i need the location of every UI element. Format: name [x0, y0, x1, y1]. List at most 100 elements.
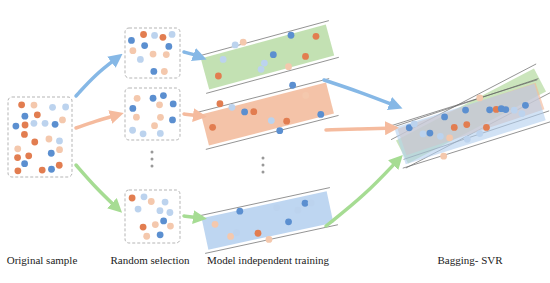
sample-dot — [129, 127, 136, 134]
sample-dot — [268, 117, 275, 124]
sample-dot — [137, 56, 144, 63]
tube-boundary — [196, 21, 329, 57]
sample-dot — [215, 73, 222, 80]
sample-dot — [161, 68, 168, 75]
tube-boundary — [390, 80, 538, 126]
sample-dot — [518, 110, 525, 117]
sample-dot — [440, 153, 447, 160]
sample-dot — [156, 101, 163, 108]
sample-dot — [151, 32, 158, 39]
sample-dot — [129, 47, 136, 54]
sample-dot — [14, 145, 21, 152]
sample-dot — [21, 160, 28, 167]
tube-boundary — [403, 122, 550, 168]
sample-dot — [308, 200, 315, 207]
sample-dot — [302, 200, 309, 207]
sample-dot — [140, 224, 147, 231]
sample-dot — [502, 106, 509, 113]
sample-dot — [229, 104, 236, 111]
sample-dot — [42, 120, 49, 127]
sample-dot — [232, 41, 239, 48]
sample-dot — [233, 229, 240, 236]
sample-dot — [133, 114, 140, 121]
sample-dot — [151, 122, 158, 129]
sample-dot — [427, 130, 434, 137]
sample-dot — [441, 113, 448, 120]
sample-dot — [12, 123, 19, 130]
sample-dot — [157, 207, 164, 214]
sample-dot — [39, 167, 46, 174]
sample-dot — [135, 206, 142, 213]
sample-dot — [165, 43, 172, 50]
sample-dot — [150, 95, 157, 102]
sample-dot — [285, 218, 292, 225]
sample-dot — [56, 162, 63, 169]
sample-dot — [167, 209, 174, 216]
tube-boundary — [197, 188, 330, 217]
sample-dot — [160, 92, 167, 99]
sample-dot — [141, 42, 148, 49]
sample-dot — [250, 108, 257, 115]
sample-dot — [302, 92, 309, 99]
sample-dot — [160, 218, 167, 225]
sample-dot — [511, 107, 518, 114]
sample-dot — [486, 106, 493, 113]
sample-dot — [302, 53, 309, 60]
sample-dot — [313, 33, 320, 40]
sample-dot — [148, 198, 155, 205]
flow-arrow — [184, 52, 200, 57]
sample-dot — [451, 124, 458, 131]
sample-dot — [56, 146, 63, 153]
sample-dot — [169, 117, 176, 124]
sample-dot — [241, 109, 248, 116]
sample-dot — [289, 82, 296, 89]
sample-dot — [157, 130, 164, 137]
sample-dot — [59, 117, 66, 124]
sample-dot — [128, 37, 135, 44]
sample-dot — [129, 105, 136, 112]
sample-dot — [157, 231, 164, 238]
sample-dot — [462, 107, 469, 114]
sample-dot — [522, 102, 529, 109]
dot-layer — [12, 31, 528, 243]
sample-dot — [217, 100, 224, 107]
sample-dot — [150, 68, 157, 75]
svr-tube — [394, 84, 545, 164]
flow-arrow — [324, 80, 396, 106]
sample-dot — [411, 121, 418, 128]
sample-dot — [14, 167, 21, 174]
sample-dot — [437, 133, 444, 140]
random-subset-box — [125, 88, 180, 140]
sample-dot — [34, 111, 41, 118]
flow-arrow — [326, 128, 392, 130]
sample-dot — [14, 154, 21, 161]
sample-dot — [170, 100, 177, 107]
sample-dot — [21, 131, 28, 138]
sample-dot — [134, 95, 141, 102]
sample-dot — [446, 134, 453, 141]
sample-dot — [476, 130, 483, 137]
original-sample-box — [8, 97, 72, 177]
flow-arrow — [76, 165, 117, 208]
sample-dot — [25, 152, 32, 159]
flow-arrow — [326, 160, 398, 226]
sample-dot — [140, 31, 147, 38]
sample-dot — [266, 236, 273, 243]
sample-dot — [18, 101, 25, 108]
sample-dot — [22, 113, 29, 120]
arrow-layer — [76, 52, 398, 226]
stage-label: Bagging- SVR — [437, 254, 502, 267]
random-subset-box — [125, 190, 180, 243]
sample-dot — [236, 208, 243, 215]
sample-dot — [141, 193, 148, 200]
sample-dot — [283, 118, 290, 125]
sample-dot — [167, 223, 174, 230]
band-layer — [8, 21, 550, 254]
sample-dot — [294, 207, 301, 214]
sample-dot — [150, 51, 157, 58]
sample-dot — [212, 221, 219, 228]
sample-dot — [317, 111, 324, 118]
sample-dot — [31, 139, 38, 146]
sample-dot — [160, 34, 167, 41]
sample-dot — [62, 104, 69, 111]
